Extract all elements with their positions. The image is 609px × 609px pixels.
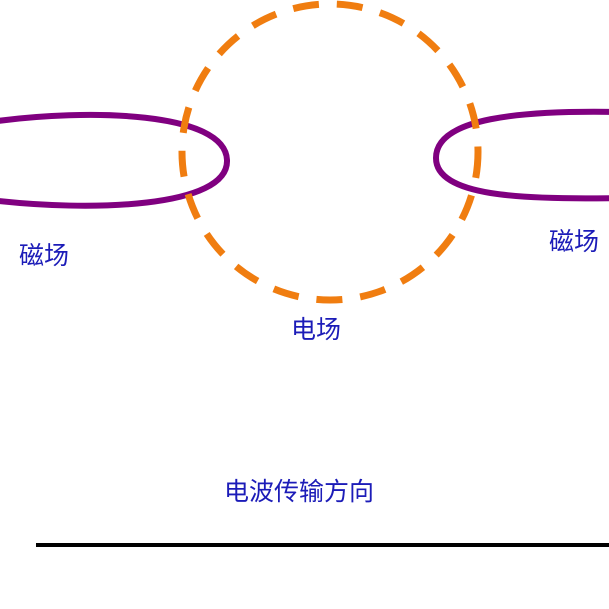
electric-field-label: 电场 bbox=[291, 315, 341, 344]
magnetic-field-loop-right bbox=[432, 108, 609, 202]
magnetic-field-label-left: 磁场 bbox=[19, 241, 69, 270]
electric-field-loop bbox=[178, 0, 482, 304]
magnetic-field-label-right: 磁场 bbox=[549, 227, 599, 256]
magnetic-field-loop-left bbox=[0, 111, 231, 209]
propagation-direction-label: 电波传输方向 bbox=[224, 477, 374, 506]
